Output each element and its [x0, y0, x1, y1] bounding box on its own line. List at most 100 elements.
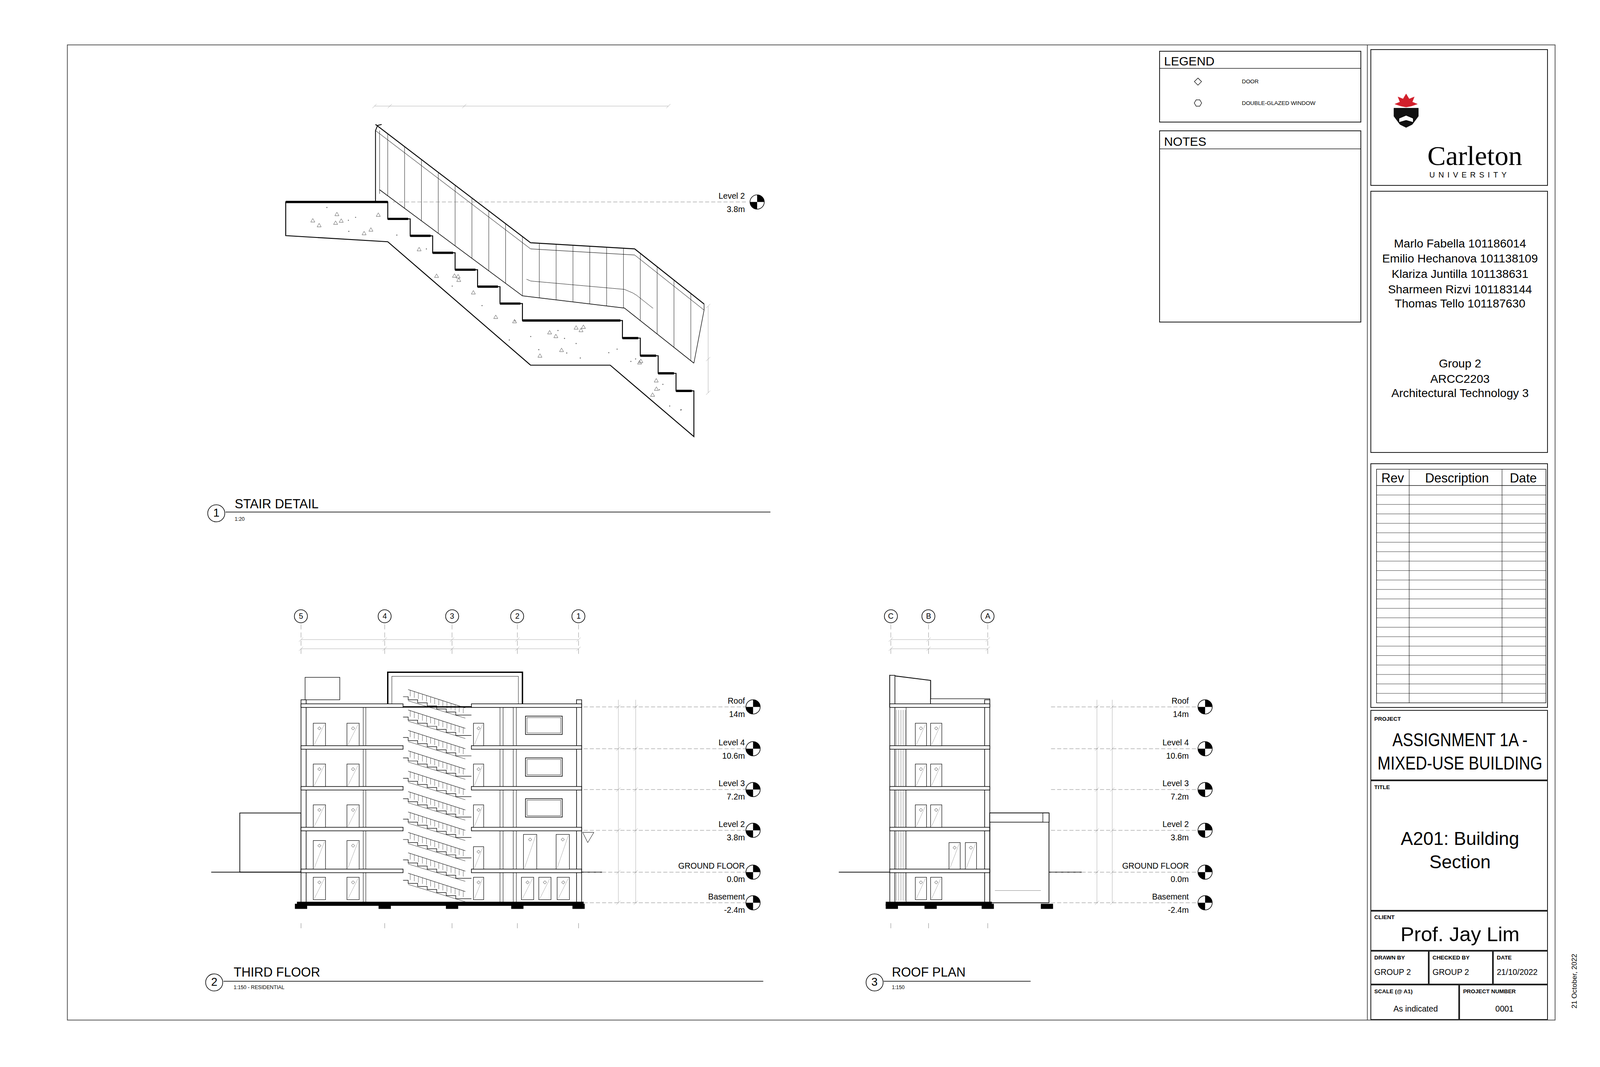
- table-header: Date: [1510, 470, 1538, 486]
- stair-baluster: [434, 861, 435, 868]
- door-swing: [916, 765, 926, 786]
- level-marker-fill: [745, 902, 753, 910]
- plot-date: 21 October, 2022: [1570, 954, 1579, 1009]
- bubble-text: A: [985, 611, 990, 621]
- stair-baluster: [422, 735, 423, 742]
- stair-baluster: [459, 869, 460, 876]
- stair-tread: [522, 319, 621, 322]
- revision-grid: [1376, 598, 1547, 600]
- level-marker-fill: [1197, 902, 1205, 910]
- stair-handrail: [408, 852, 466, 872]
- concrete-hatch: [578, 328, 583, 333]
- level-marker-fill: [745, 707, 753, 715]
- stair-tread: [387, 217, 409, 220]
- box-heading: LEGEND: [1164, 54, 1215, 69]
- level-line: [1050, 902, 1198, 903]
- grid-bubble: 1: [571, 609, 586, 624]
- drawn-by-cell: DRAWN BYGROUP 2: [1370, 950, 1429, 985]
- stair-baluster: [459, 767, 460, 774]
- door: [347, 805, 360, 828]
- stair-baluster: [426, 797, 427, 804]
- level-line: [583, 748, 746, 750]
- stair-flight: [402, 880, 472, 899]
- annex: [240, 812, 302, 873]
- client-name: Prof. Jay Lim: [1400, 922, 1520, 946]
- stair-baluster: [462, 748, 464, 755]
- view-title: ROOF PLAN: [891, 965, 966, 980]
- door-swing: [347, 724, 358, 745]
- level-elevation: 14m: [1172, 709, 1189, 720]
- stair-baluster: [410, 731, 411, 738]
- concrete-hatch: [317, 223, 322, 228]
- stair-baluster: [430, 696, 431, 703]
- stair-baluster: [418, 876, 419, 883]
- stair-baluster: [422, 877, 423, 885]
- concrete-hatch: [508, 339, 510, 341]
- stair-soffit: [408, 741, 466, 760]
- stair-handrail: [408, 750, 466, 770]
- concrete-hatch: [512, 319, 517, 323]
- guard-baluster: [488, 210, 490, 271]
- door: [915, 877, 927, 900]
- stair-baluster: [450, 744, 452, 751]
- bubble-circle: [865, 973, 883, 991]
- bubble-text: 5: [298, 611, 303, 621]
- door: [965, 842, 977, 870]
- level-line: [1050, 748, 1198, 750]
- level-marker-fill: [1205, 895, 1213, 903]
- stair-soffit: [408, 762, 466, 780]
- notes-box: NOTES: [1159, 130, 1362, 323]
- window: [525, 716, 563, 735]
- bubble-circle: [922, 609, 935, 623]
- level-marker: [750, 195, 765, 210]
- level-line: [1050, 789, 1198, 790]
- stair-baluster: [438, 882, 440, 890]
- field-label: CHECKED BY: [1432, 954, 1470, 961]
- door-tag: [934, 767, 938, 771]
- concrete-hatch: [537, 353, 543, 358]
- concrete-hatch: [547, 330, 552, 335]
- project-box: PROJECTASSIGNMENT 1A - MIXED-USE BUILDIN…: [1370, 710, 1548, 781]
- door-swing: [522, 878, 533, 899]
- door: [347, 877, 360, 900]
- grid-tick: [451, 923, 453, 929]
- stair-tread: [500, 302, 521, 305]
- level-elevation: 7.2m: [1170, 792, 1190, 802]
- level-marker-ring: [745, 895, 760, 910]
- level-marker-ring: [745, 700, 760, 715]
- floor-slab: [300, 786, 403, 791]
- concrete-hatch: [669, 405, 670, 407]
- parapet: [890, 675, 931, 708]
- grid-tick: [384, 923, 385, 929]
- curtain-wall-edge: [905, 707, 907, 903]
- stair-baluster: [410, 751, 411, 758]
- view-title-line: [883, 981, 1031, 982]
- door: [313, 840, 326, 870]
- guard-baluster: [623, 248, 624, 308]
- level-marker: [745, 895, 760, 910]
- bubble-circle: [981, 609, 995, 623]
- footing: [511, 903, 524, 909]
- grid-bubble: 4: [377, 609, 392, 624]
- grid-bubble: B: [921, 609, 936, 624]
- level-marker-ring: [1197, 782, 1213, 797]
- footing: [885, 903, 898, 909]
- stair-baluster: [459, 705, 460, 713]
- guard-baluster: [555, 244, 557, 300]
- floor-slab: [300, 703, 403, 708]
- stair-baluster: [438, 781, 440, 788]
- stair-baluster: [430, 819, 431, 826]
- stair-baluster: [450, 785, 452, 792]
- stair-baluster: [455, 806, 456, 813]
- floor-slab: [890, 703, 990, 708]
- annex: [990, 812, 1050, 903]
- stair-baluster: [426, 715, 427, 723]
- stair-tread: [640, 354, 657, 357]
- handrail: [375, 124, 705, 305]
- level-marker-fill: [750, 202, 758, 210]
- door-tag: [317, 767, 322, 771]
- door: [473, 764, 484, 787]
- door: [473, 805, 484, 828]
- level-line: [583, 830, 746, 831]
- bubble-text: C: [887, 611, 894, 621]
